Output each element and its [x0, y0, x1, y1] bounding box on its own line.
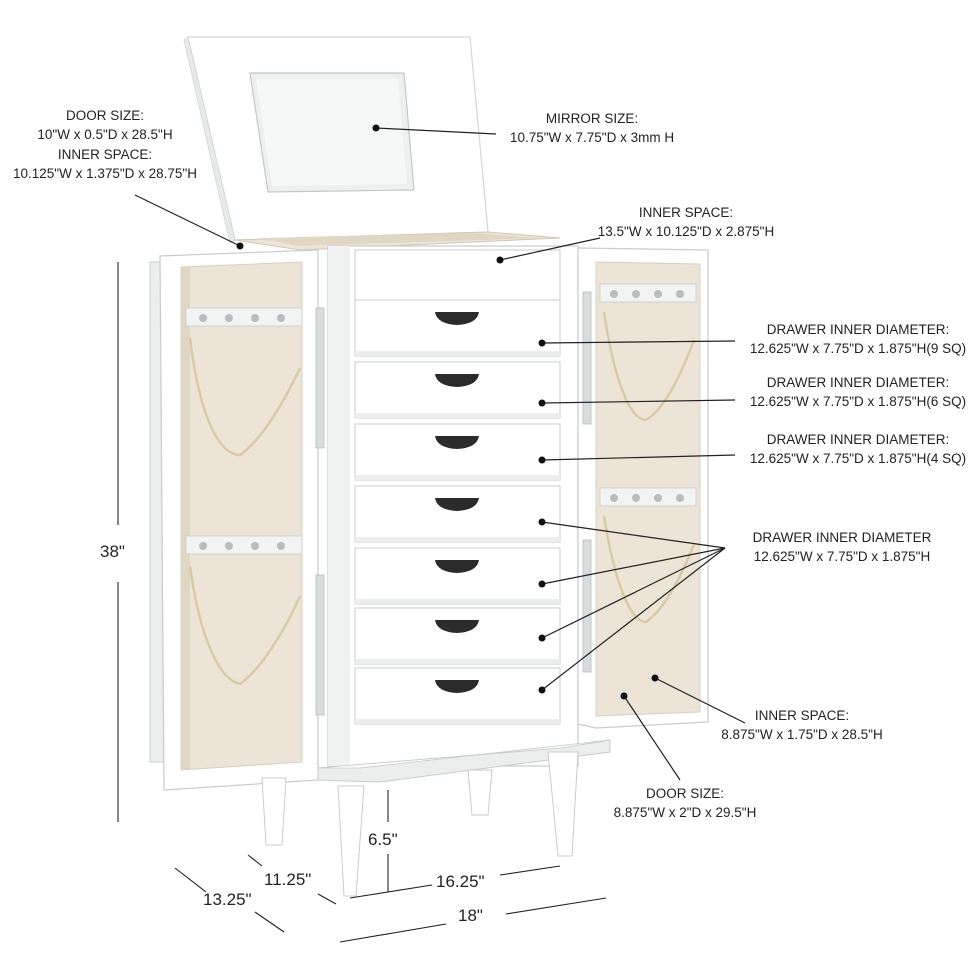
callout-title: DOOR SIZE:: [645, 786, 724, 801]
drawer-pull: [435, 374, 479, 387]
callout-drawer-4sq: DRAWER INNER DIAMETER: 12.625"W x 7.75"D…: [750, 430, 966, 468]
open-lid: [183, 36, 489, 244]
dimension-lines: [117, 262, 607, 943]
callout-value: 10.75"W x 7.75"D x 3mm H: [509, 130, 675, 145]
dimension-leg-height: 6.5": [368, 830, 398, 849]
legs: [261, 751, 579, 897]
callout-drawer-9sq: DRAWER INNER DIAMETER: 12.625"W x 7.75"D…: [750, 320, 966, 358]
left-door-lining: [180, 261, 303, 771]
drawer: [354, 485, 561, 543]
callout-value: 12.625"W x 7.75"D x 1.875"H: [753, 549, 931, 564]
callout-inner-space-left: INNER SPACE: 10.125"W x 1.375"D x 28.75"…: [13, 145, 197, 183]
callout-title: INNER SPACE:: [638, 205, 734, 220]
callout-drawer-6sq: DRAWER INNER DIAMETER: 12.625"W x 7.75"D…: [750, 373, 966, 411]
dimension-base-depth: 11.25": [264, 870, 312, 889]
drawer-pull: [435, 560, 479, 573]
drawer: [354, 361, 561, 419]
dimension-base-width: 16.25": [436, 872, 485, 891]
drawer-pull: [435, 680, 479, 693]
drawer-front: [354, 607, 561, 665]
leader-lines: [134, 127, 746, 781]
drawer-front: [354, 485, 561, 543]
dimension-overall-width: 18": [458, 906, 483, 925]
callout-title: INNER SPACE:: [57, 147, 153, 162]
drawer-front: [354, 547, 561, 605]
callout-value: 8.875"W x 1.75"D x 28.5"H: [721, 727, 883, 742]
left-door: [149, 249, 325, 791]
dimension-overall-depth: 13.25": [203, 890, 252, 909]
drawer-pull: [435, 436, 479, 449]
drawer: [354, 547, 561, 605]
drawer: [354, 299, 561, 357]
drawer: [354, 423, 561, 481]
drawer: [354, 667, 561, 725]
drawer-stack: [354, 299, 561, 725]
drawer-pull: [435, 620, 479, 633]
callout-title: DRAWER INNER DIAMETER: [752, 530, 932, 545]
callout-inner-space-top: INNER SPACE: 13.5"W x 10.125"D x 2.875"H: [598, 203, 774, 241]
callout-door-size-left: DOOR SIZE: 10"W x 0.5"D x 28.5"H: [37, 106, 172, 144]
drawer-edge: [355, 537, 560, 542]
callout-inner-space-right: INNER SPACE: 8.875"W x 1.75"D x 28.5"H: [721, 706, 882, 744]
callout-value: 10"W x 0.5"D x 28.5"H: [37, 127, 173, 142]
drawer-pull: [435, 498, 479, 511]
callout-title: DOOR SIZE:: [65, 108, 144, 123]
drawer-front: [354, 299, 561, 357]
callout-value: 12.625"W x 7.75"D x 1.875"H(6 SQ): [749, 394, 967, 409]
drawer: [354, 607, 561, 665]
drawer-edge: [355, 413, 560, 418]
right-door: [577, 247, 709, 729]
callout-title: DRAWER INNER DIAMETER:: [766, 432, 950, 447]
callout-value: 12.625"W x 7.75"D x 1.875"H(9 SQ): [749, 341, 967, 356]
leader-dots: [236, 124, 659, 700]
dimension-height: 38": [100, 542, 125, 561]
callout-title: DRAWER INNER DIAMETER:: [766, 375, 950, 390]
drawer-edge: [355, 599, 560, 604]
callout-door-size-right: DOOR SIZE: 8.875"W x 2"D x 29.5"H: [614, 784, 757, 822]
base: [317, 739, 611, 783]
drawer-edge: [355, 719, 560, 724]
top-drawer-front: [354, 249, 561, 307]
callout-value: 10.125"W x 1.375"D x 28.75"H: [13, 166, 197, 181]
drawer-edge: [355, 659, 560, 664]
callout-value: 12.625"W x 7.75"D x 1.875"H(4 SQ): [749, 451, 967, 466]
drawer-front: [354, 361, 561, 419]
drawer-pull: [435, 312, 479, 325]
callout-mirror-size: MIRROR SIZE: 10.75"W x 7.75"D x 3mm H: [510, 109, 674, 147]
drawer-edge: [355, 475, 560, 480]
callout-value: 8.875"W x 2"D x 29.5"H: [613, 805, 757, 820]
callout-drawer-plain: DRAWER INNER DIAMETER 12.625"W x 7.75"D …: [753, 528, 932, 566]
callout-title: MIRROR SIZE:: [545, 111, 639, 126]
callout-title: DRAWER INNER DIAMETER:: [766, 322, 950, 337]
drawer-front: [354, 667, 561, 725]
callout-value: 13.5"W x 10.125"D x 2.875"H: [597, 224, 775, 239]
top-compartment: [234, 231, 561, 251]
callout-title: INNER SPACE:: [754, 708, 850, 723]
drawer-edge: [355, 351, 560, 356]
drawer-front: [354, 423, 561, 481]
